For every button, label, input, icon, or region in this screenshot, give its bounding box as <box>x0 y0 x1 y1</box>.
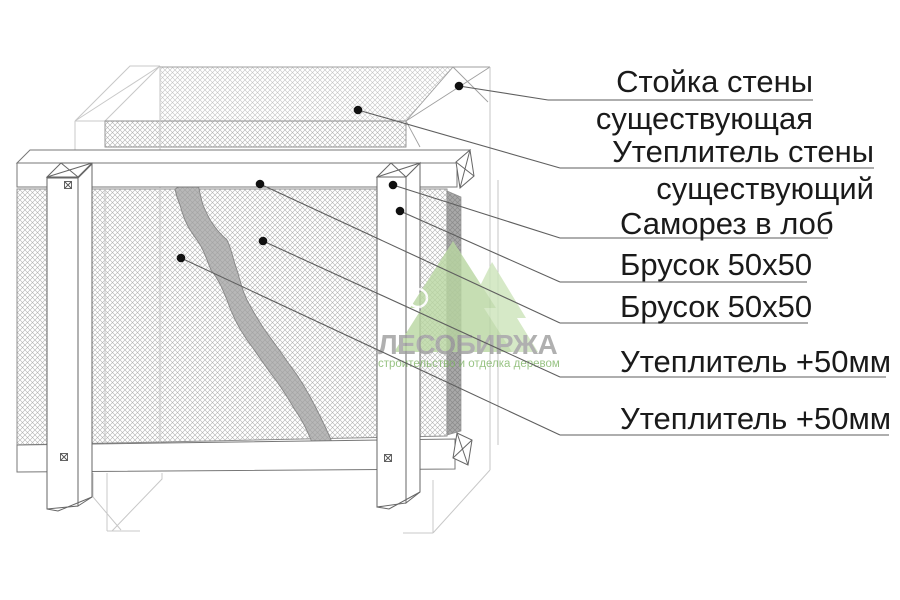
leader-line <box>259 183 561 324</box>
label-underlines <box>548 99 889 436</box>
left-stud <box>45 162 94 512</box>
label-line: Утеплитель +50мм <box>620 344 892 379</box>
label-screw: Саморез в лоб <box>620 205 834 242</box>
tree-icon <box>394 241 512 352</box>
logo-swoosh <box>407 287 429 309</box>
anchor-dot <box>388 180 398 190</box>
existing-insulation-front-face <box>104 120 407 148</box>
leader-line <box>458 85 549 101</box>
label-line: Брусок 50x50 <box>620 289 813 324</box>
anchor-dot <box>255 179 265 189</box>
anchor-dot <box>454 81 464 91</box>
screw-marker-icon <box>384 454 392 462</box>
ghost-hidden-edges <box>104 67 499 470</box>
label-batten-2: Брусок 50x50 <box>620 288 812 325</box>
existing-insulation-slab <box>104 66 491 148</box>
screw-marker-icon <box>64 181 72 189</box>
leader-line <box>399 210 561 283</box>
label-line: существующий <box>656 171 874 206</box>
label-line: Утеплитель стены <box>612 134 874 169</box>
label-line: Утеплитель +50мм <box>620 401 892 436</box>
watermark-logo: ЛЕСОБИРЖА строительство и отделка дерево… <box>378 241 560 370</box>
bottom-batten <box>16 438 456 473</box>
leader-line <box>180 257 561 436</box>
label-insulation-50-2: Утеплитель +50мм <box>620 400 891 437</box>
new-insulation-hatch <box>16 188 448 446</box>
anchor-dot <box>176 253 186 263</box>
anchor-dots <box>176 81 464 263</box>
leader-line <box>392 184 561 239</box>
leader-lines <box>180 85 561 436</box>
label-line: существующая <box>595 101 813 136</box>
label-existing-insulation: Утеплитель стены существующий <box>612 133 874 207</box>
leader-line <box>357 109 561 169</box>
label-existing-stud: Стойка стены существующая <box>596 63 813 137</box>
watermark-tagline: строительство и отделка деревом <box>378 358 560 370</box>
screw-markers <box>60 181 392 462</box>
anchor-dot <box>258 236 268 246</box>
screw-marker-icon <box>60 453 68 461</box>
existing-insulation-top-face <box>159 66 454 122</box>
watermark-brand: ЛЕСОБИРЖА <box>378 329 557 360</box>
label-line: Стойка стены <box>616 64 813 99</box>
label-batten-1: Брусок 50x50 <box>620 246 812 283</box>
label-line: Брусок 50x50 <box>620 247 813 282</box>
label-insulation-50-1: Утеплитель +50мм <box>620 343 891 380</box>
top-batten <box>15 149 472 188</box>
bottom-batten-end-section <box>452 432 473 466</box>
anchor-dot <box>395 206 405 216</box>
leader-line <box>262 240 561 378</box>
label-line: Саморез в лоб <box>620 206 834 241</box>
anchor-dot <box>353 105 363 115</box>
existing-insulation-end-face <box>405 66 491 148</box>
ghost-existing-wall-bottom <box>92 469 491 534</box>
top-batten-end-section <box>455 149 475 189</box>
ghost-existing-stud-outline <box>74 65 161 150</box>
